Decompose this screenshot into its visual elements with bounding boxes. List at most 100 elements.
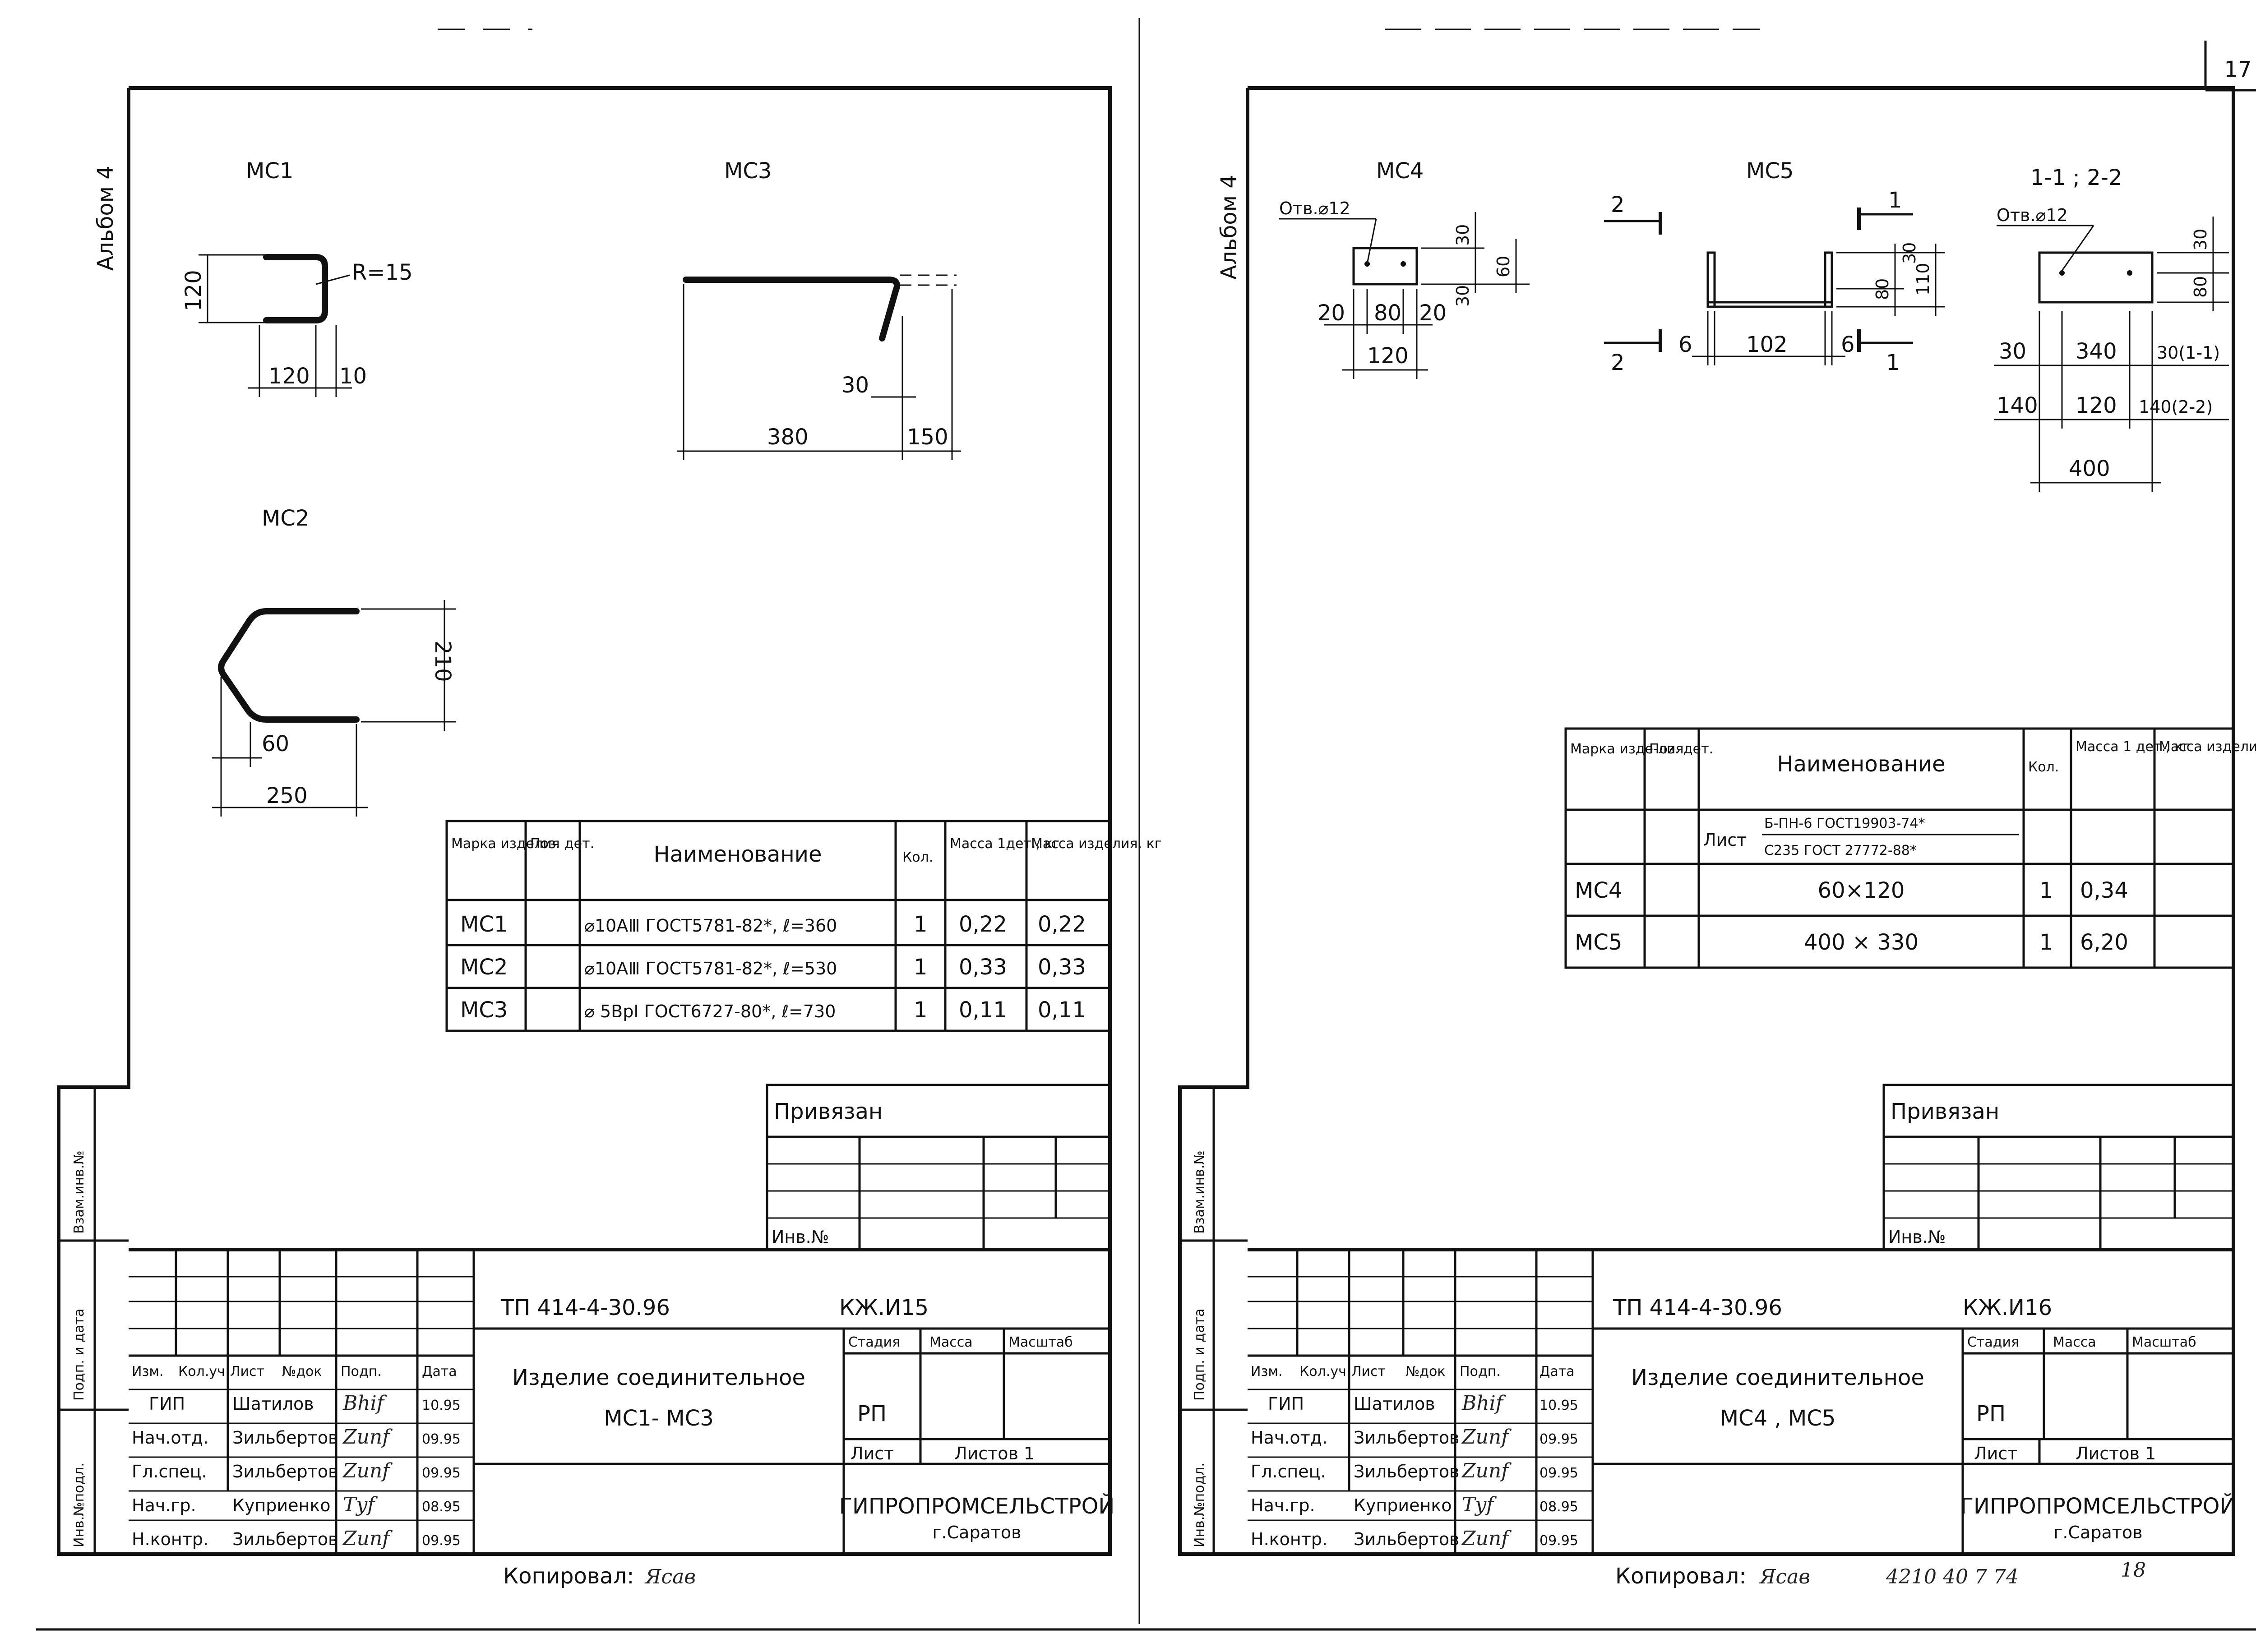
archive-stamp-mark: 18	[2121, 1559, 2146, 1582]
spec-row-mark: МС2	[460, 955, 508, 980]
spec-row-mark: МС1	[460, 912, 508, 937]
mc2-inner: 60	[262, 731, 289, 757]
sheet-code: КЖ.И15	[839, 1295, 929, 1320]
spec-row-qty: 1	[914, 955, 928, 980]
privyazan-block: Привязан Инв.№	[766, 1084, 1111, 1251]
person-name: Зильбертов	[1354, 1428, 1459, 1448]
mc4-dim-80: 80	[1374, 300, 1401, 326]
person-name: Зильбертов	[1354, 1462, 1459, 1481]
stadia-label: Стадия	[1967, 1334, 2019, 1350]
mc4-dim-120: 120	[1367, 343, 1409, 369]
spec-header-name: Наименование	[653, 842, 822, 867]
signature: Zunf	[1461, 1527, 1512, 1550]
role-label: ГИП	[1268, 1394, 1304, 1414]
org-city: г.Саратов	[2053, 1523, 2142, 1542]
spec-table: Марка изде-лия Поз. дет. Наименование Ко…	[1564, 727, 2256, 969]
side-stamp: Инв.№подл. Подп. и дата Взам.инв.№	[1180, 1087, 1248, 1554]
signature: Zunf	[342, 1459, 393, 1482]
spec-sheet-prefix: Лист	[1703, 830, 1747, 850]
archive-stamp-number: 4210 40 7 74	[1886, 1565, 2019, 1588]
side-label-replace: Взам.инв.№	[1192, 1150, 1207, 1234]
signature: Bhif	[1461, 1392, 1506, 1415]
mc5-cut2-top: 2	[1611, 192, 1625, 217]
spec-row-mark: МС3	[460, 997, 508, 1023]
doc-code: ТП 414-4-30.96	[500, 1295, 670, 1320]
signature: Zunf	[342, 1426, 393, 1449]
spec-header-mark: Марка изделия	[451, 836, 560, 852]
person-name: Шатилов	[232, 1394, 314, 1414]
col-list: Лист	[1351, 1364, 1386, 1380]
section-dim-400: 400	[2069, 456, 2110, 481]
mc1-gap: 10	[339, 364, 367, 389]
mc5-cut1-bottom: 1	[1886, 350, 1900, 375]
side-label-sign: Подп. и дата	[1192, 1309, 1207, 1401]
col-izm: Изм.	[1251, 1364, 1283, 1380]
scan-marks	[36, 18, 2256, 1631]
role-label: Гл.спец.	[1251, 1462, 1326, 1481]
spec-row-name: ⌀10АⅢ ГОСТ5781-82*, ℓ=530	[584, 959, 837, 978]
role-label: ГИП	[149, 1394, 185, 1414]
side-stamp: Инв.№подл. Подп. и дата Взам.инв.№	[59, 1087, 129, 1554]
inv-no-label: Инв.№	[1888, 1227, 1946, 1247]
stage-value: РП	[857, 1401, 887, 1426]
mc2-height: 210	[430, 641, 455, 682]
mc5-cut2-bottom: 2	[1611, 350, 1625, 375]
mc1-radius: R=15	[352, 260, 413, 285]
sign-date: 08.95	[422, 1499, 461, 1515]
section-dim: 30	[1999, 339, 2026, 364]
mc1-drawing: МС1 R=15 120 120 10	[181, 158, 413, 397]
mc3-drawing: МС3 30 380 150	[677, 158, 961, 460]
role-label: Нач.гр.	[1251, 1495, 1315, 1515]
sign-date: 08.95	[1539, 1499, 1578, 1515]
col-kol: Кол.уч	[178, 1364, 225, 1380]
privyazan-label: Привязан	[1891, 1099, 1999, 1124]
privyazan-label: Привязан	[774, 1099, 883, 1124]
mc1-width: 120	[268, 364, 310, 389]
spec-row-qty: 1	[914, 997, 928, 1023]
person-name: Куприенко	[232, 1495, 331, 1515]
copied-signature: Ясав	[1759, 1565, 1810, 1588]
person-name: Куприенко	[1354, 1495, 1452, 1515]
spec-header-pos: Поз. дет.	[1649, 741, 1713, 757]
sign-date: 09.95	[1539, 1465, 1578, 1481]
col-kol: Кол.уч	[1299, 1364, 1346, 1380]
spec-row-mass-part: 0,11	[959, 997, 1007, 1023]
section-dim: 340	[2076, 339, 2117, 364]
mc4-label: МС4	[1376, 158, 1424, 184]
spec-header-qty: Кол.	[2028, 759, 2059, 775]
sign-date: 09.95	[422, 1431, 461, 1447]
masshtab-label: Масштаб	[2132, 1334, 2196, 1350]
spec-row-mass-item: 0,11	[1038, 997, 1086, 1023]
mc4-dim-30a: 30	[1453, 224, 1473, 246]
copied-signature: Ясав	[644, 1565, 696, 1588]
role-label: Нач.гр.	[132, 1495, 196, 1515]
mc5-dim-30: 30	[1900, 242, 1919, 264]
spec-row-mass-part: 0,34	[2080, 878, 2128, 903]
title-line2: МС1- МС3	[604, 1406, 714, 1431]
spec-header-mass-part: Масса 1 дет., кг	[2076, 739, 2190, 755]
spec-row-name: ⌀ 5ВрⅠ ГОСТ6727-80*, ℓ=730	[584, 1001, 836, 1021]
section-dim: 140	[1997, 393, 2038, 418]
org-name: ГИПРОПРОМСЕЛЬСТРОЙ	[839, 1493, 1115, 1519]
spec-row-mark: МС4	[1575, 878, 1622, 903]
sign-date: 10.95	[422, 1398, 461, 1413]
mc3-end: 150	[907, 425, 948, 450]
copied-label: Копировал:	[503, 1564, 634, 1589]
page-number-box: 17	[2204, 41, 2256, 92]
album-label: Альбом 4	[93, 166, 118, 271]
mc4-dim-20b: 20	[1419, 300, 1447, 326]
list-label: Лист	[1974, 1444, 2017, 1463]
page-number: 17	[2224, 57, 2251, 82]
spec-header-qty: Кол.	[902, 849, 933, 865]
role-label: Н.контр.	[132, 1529, 208, 1549]
spec-row-qty: 1	[914, 912, 928, 937]
section-dim-80v: 80	[2191, 276, 2210, 298]
section-dim-30v: 30	[2191, 229, 2210, 250]
spec-header-pos: Поз. дет.	[530, 836, 594, 852]
mc5-dim-80: 80	[1872, 278, 1892, 300]
mc4-dim-60: 60	[1493, 256, 1513, 277]
mc4-dim-30b: 30	[1453, 285, 1473, 307]
mc5-dim-6a: 6	[1678, 332, 1692, 357]
spec-row-qty: 1	[2039, 878, 2053, 903]
